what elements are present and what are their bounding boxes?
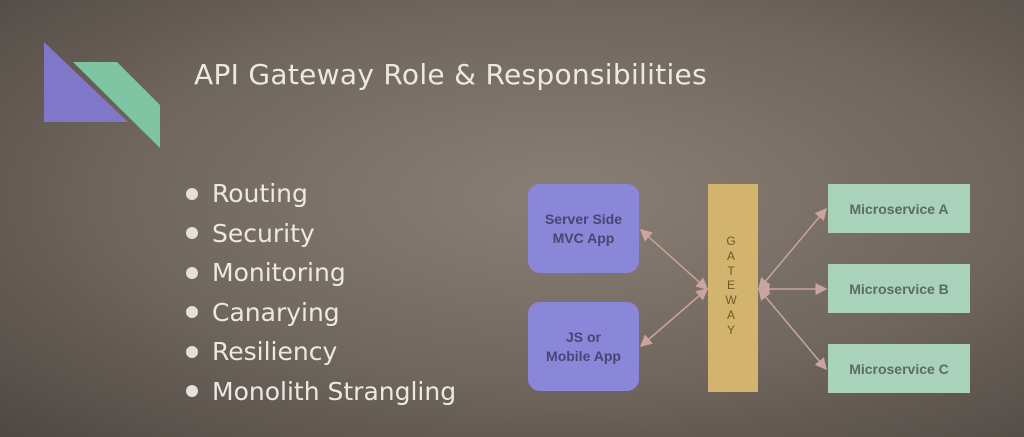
bullet-label: Routing [212,179,308,209]
bullet-item: Routing [186,174,456,214]
gateway-letter: E [726,278,735,293]
microservice-a-label: Microservice A [849,200,949,217]
bullet-item: Resiliency [186,332,456,372]
bullet-dot-icon [186,345,198,358]
bullet-label: Security [212,218,315,248]
server-side-mvc-box [528,184,639,273]
bullet-dot-icon [186,187,198,200]
bullet-label: Monitoring [212,258,346,288]
client-label-line: Server Side [544,210,623,227]
bullet-label: Resiliency [212,337,338,367]
arrow-gateway-ms-c [758,287,827,371]
gateway-label: G A T E W A Y [706,234,756,338]
logo-mark-icon [44,42,160,148]
bullet-dot-icon [186,385,198,398]
client-label-line: Mobile App [546,347,621,364]
gateway-letter: G [726,234,736,248]
arrow-mvc-gateway [639,229,709,290]
microservice-c-box [828,344,970,393]
bullet-dot-icon [186,227,198,240]
bullet-dot-icon [186,266,198,279]
arrow-gateway-ms-a [758,207,827,291]
bullet-item: Monolith Strangling [186,372,456,412]
microservice-b-box [828,264,970,313]
bullet-label: Monolith Strangling [212,376,457,406]
client-label-mobile: JS or Mobile App [528,302,639,391]
gateway-box [708,184,758,392]
bullet-item: Monitoring [186,253,456,293]
slide-title: API Gateway Role & Responsibilities [194,58,707,91]
gateway-letter: W [725,293,737,308]
microservice-b-label: Microservice B [849,280,949,297]
js-mobile-app-box [528,302,639,391]
gateway-letter: A [726,307,735,322]
bullet-dot-icon [186,306,198,319]
responsibilities-list: Routing Security Monitoring Canarying Re… [186,174,456,411]
bullet-item: Security [186,214,456,254]
client-label-line: JS or [565,328,601,345]
gateway-letter: T [727,263,735,278]
microservice-c-label: Microservice C [849,360,949,377]
bullet-label: Canarying [212,297,340,327]
arrow-mobile-gateway [639,288,709,347]
gateway-letter: Y [726,322,735,337]
client-label-line: MVC App [552,229,615,246]
bullet-item: Canarying [186,293,456,333]
gateway-letter: A [726,248,735,263]
microservice-a-box [828,184,970,233]
